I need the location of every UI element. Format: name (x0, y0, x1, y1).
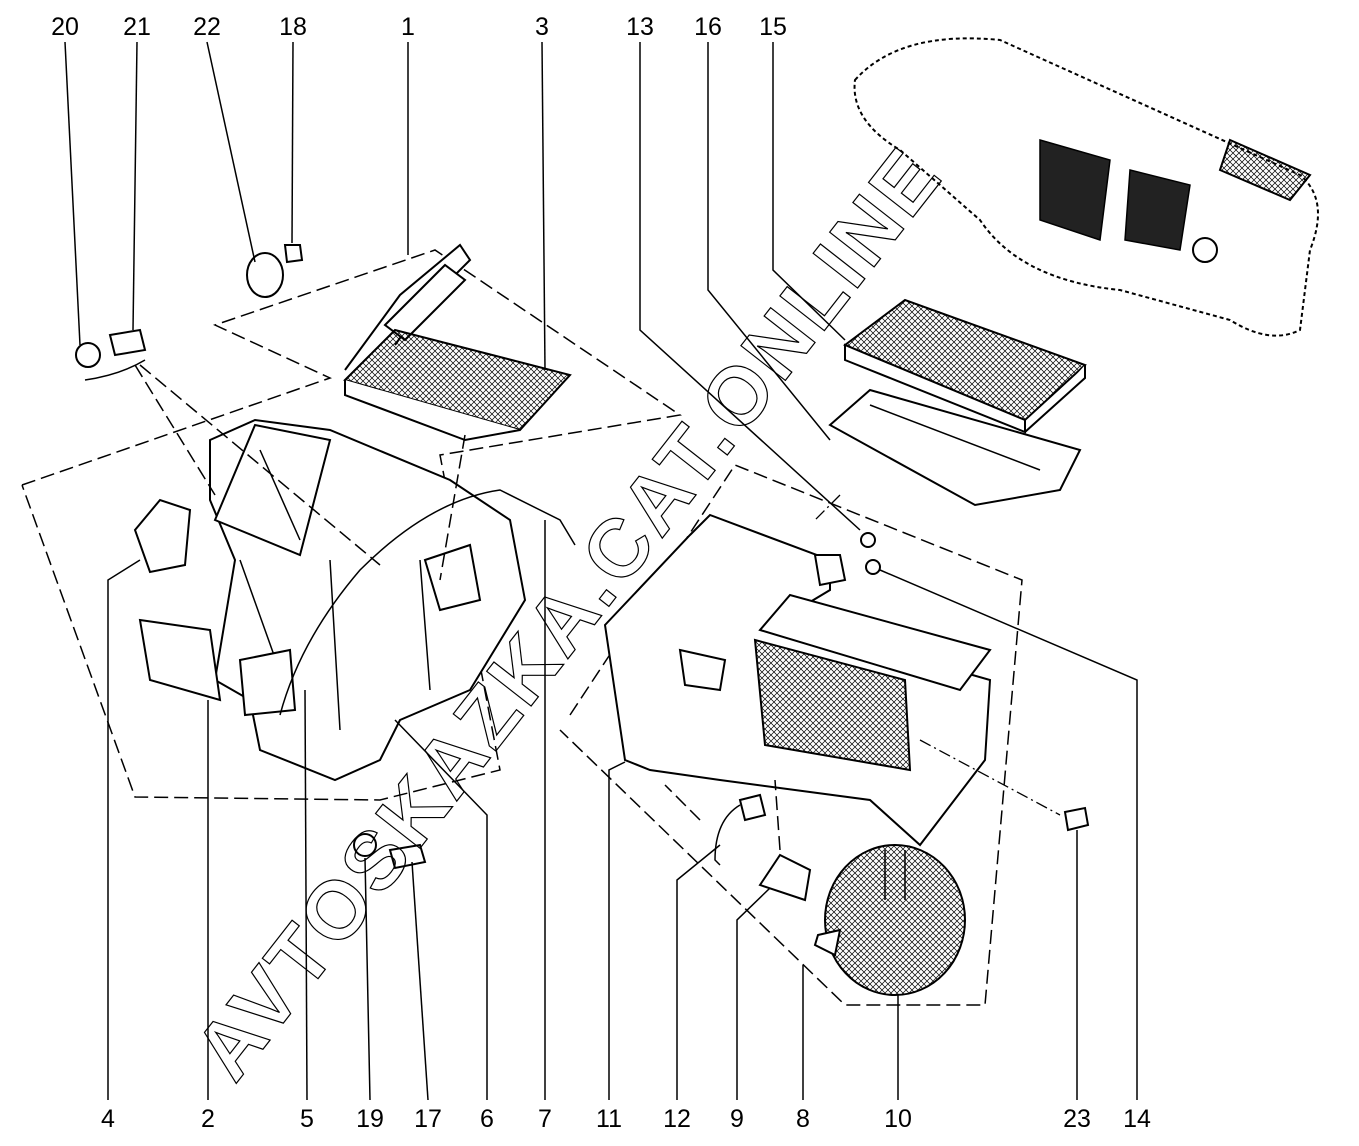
callout-2: 2 (201, 1105, 215, 1133)
callout-5: 5 (300, 1105, 314, 1133)
callout-23: 23 (1063, 1105, 1091, 1133)
seal-14 (865, 559, 881, 575)
callout-10: 10 (884, 1105, 912, 1133)
callout-17: 17 (414, 1105, 442, 1133)
blower-housing (603, 513, 992, 847)
callout-22: 22 (193, 13, 221, 41)
callouts-bottom: 4 2 5 19 17 6 7 11 12 9 8 10 23 14 (101, 1105, 1151, 1133)
assembly-outline-right (559, 464, 1023, 1006)
heater-core (343, 243, 572, 442)
callout-13: 13 (626, 13, 654, 41)
callout-16: 16 (694, 13, 722, 41)
callout-9: 9 (730, 1105, 744, 1133)
filter-housing (828, 388, 1082, 507)
callout-19: 19 (356, 1105, 384, 1133)
callout-7: 7 (538, 1105, 552, 1133)
resistor (758, 853, 812, 902)
seal-13 (860, 532, 876, 548)
callout-8: 8 (796, 1105, 810, 1133)
heater-housing (133, 418, 576, 782)
callout-18: 18 (279, 13, 307, 41)
callout-1: 1 (401, 13, 415, 41)
callout-20: 20 (51, 13, 79, 41)
assembly-outline-left (21, 249, 682, 801)
connector-wire (714, 793, 767, 866)
blower-motor (813, 844, 966, 996)
callout-4: 4 (101, 1105, 115, 1133)
assembly-arrows (84, 359, 1061, 851)
callouts-top: 20 21 22 18 1 3 13 16 15 (51, 13, 787, 41)
fasteners (75, 244, 1090, 870)
leader-lines (64, 41, 1138, 1101)
actuator-4 (133, 498, 192, 574)
callout-21: 21 (123, 13, 151, 41)
dashboard-illustration (853, 37, 1319, 337)
actuator (138, 618, 222, 702)
callout-15: 15 (759, 13, 787, 41)
cabin-filter (843, 298, 1087, 434)
callout-12: 12 (663, 1105, 691, 1133)
callout-14: 14 (1123, 1105, 1151, 1133)
callout-11: 11 (596, 1105, 622, 1133)
callout-3: 3 (535, 13, 549, 41)
callout-6: 6 (480, 1105, 494, 1133)
